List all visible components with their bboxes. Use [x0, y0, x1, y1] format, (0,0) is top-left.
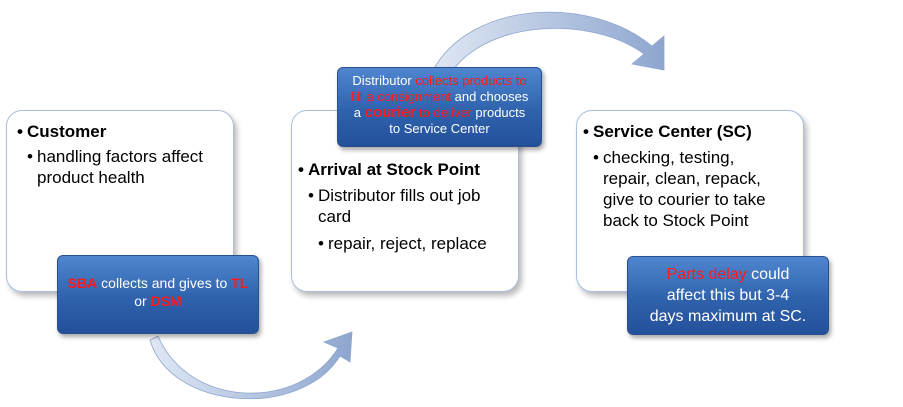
note-sba: SBA collects and gives to TL or DSM — [57, 255, 259, 334]
note-parts-delay: Parts delay could affect this but 3-4 da… — [627, 256, 829, 335]
bullet-icon: • — [27, 147, 33, 166]
bullet-icon: • — [298, 160, 304, 179]
stage-title: •Service Center (SC) — [583, 122, 752, 141]
bullet-icon: • — [308, 186, 314, 205]
stage-detail: product health — [37, 168, 145, 187]
bullet-icon: • — [593, 148, 599, 167]
stage-detail: •checking, testing, — [593, 148, 735, 167]
note-distributor: Distributor collects products to fill a … — [337, 67, 542, 147]
stage-detail: •Distributor fills out job — [308, 186, 481, 205]
bullet-icon: • — [318, 234, 324, 253]
stage-detail: back to Stock Point — [603, 211, 749, 230]
bottom-curved-arrow — [149, 331, 353, 400]
stage-detail: repair, clean, repack, — [603, 169, 761, 188]
stage-detail: •handling factors affect — [27, 147, 204, 166]
bullet-icon: • — [17, 122, 23, 141]
stage-title: •Arrival at Stock Point — [298, 160, 480, 179]
stage-detail: give to courier to take — [603, 190, 766, 209]
stage-detail: •repair, reject, replace — [318, 234, 487, 253]
bullet-icon: • — [583, 122, 589, 141]
stage-title: •Customer — [17, 122, 107, 141]
top-curved-arrow — [431, 11, 665, 79]
stage-detail: card — [318, 207, 352, 226]
